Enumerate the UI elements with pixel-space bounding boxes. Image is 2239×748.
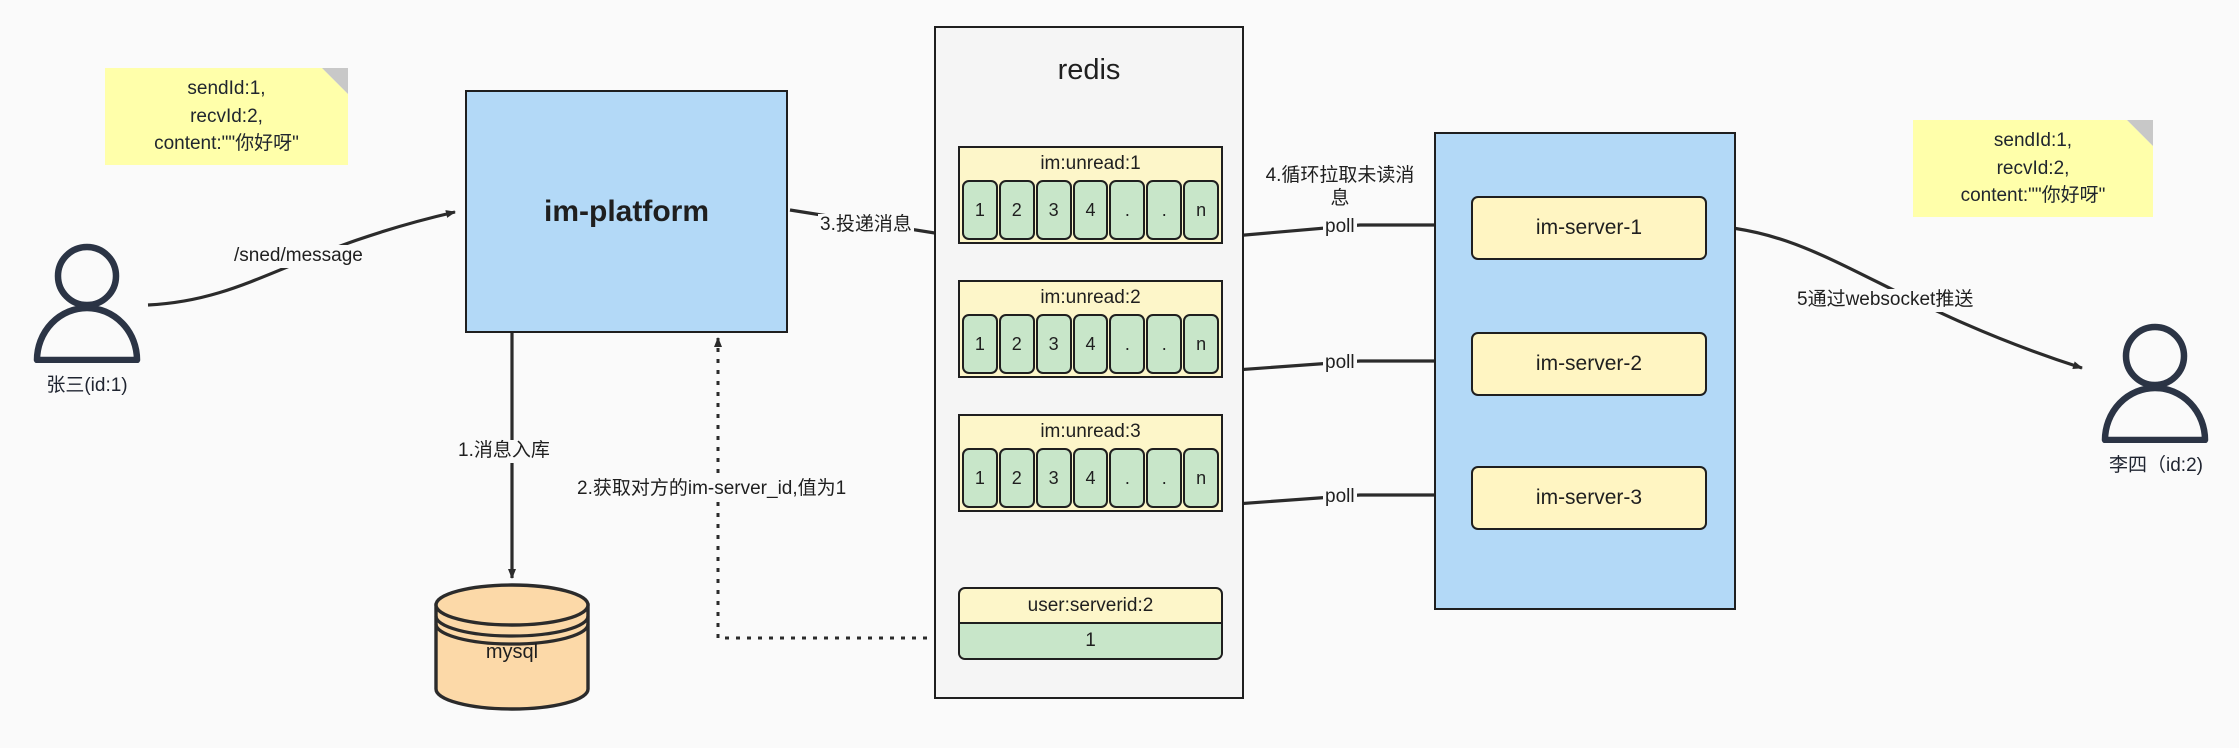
node-im-servers-container[interactable]: im-server-1 im-server-2 im-server-3: [1434, 132, 1736, 610]
edge-label-step4: 4.循环拉取未读消息: [1258, 165, 1422, 211]
node-mysql-database[interactable]: mysql: [432, 583, 592, 711]
actor-receiver-caption: 李四（id:2): [2109, 455, 2203, 476]
actor-sender-caption: 张三(id:1): [46, 375, 128, 396]
queue-cell: 1: [962, 314, 998, 374]
note-left-line1: sendId:1,: [187, 78, 266, 100]
node-im-server-1[interactable]: im-server-1: [1471, 196, 1707, 260]
queue-cell: 2: [998, 180, 1035, 240]
queue-cell: 4: [1072, 448, 1109, 508]
queue-2-title: im:unread:2: [1040, 287, 1141, 308]
queue-cell: 4: [1072, 180, 1109, 240]
redis-title: redis: [1057, 54, 1121, 86]
edge-label-poll-3: poll: [1323, 486, 1357, 509]
note-left-message-payload: sendId:1, recvId:2, content:""你好呀": [105, 68, 348, 165]
redis-key-user-serverid[interactable]: user:serverid:2 1: [958, 587, 1223, 660]
edge-label-step1: 1.消息入库: [456, 440, 552, 463]
queue-cell: n: [1183, 180, 1220, 240]
note-left-line2: recvId:2,: [190, 105, 263, 127]
queue-cell: 3: [1035, 448, 1072, 508]
edge-label-step2: 2.获取对方的im-server_id,值为1: [575, 478, 849, 501]
node-im-platform[interactable]: im-platform: [465, 90, 788, 333]
redis-queue-im-unread-3[interactable]: im:unread:3 1 2 3 4 . . n: [958, 414, 1223, 512]
queue-cell: 1: [962, 180, 998, 240]
note-right-line2: recvId:2,: [1996, 157, 2070, 179]
kv-title: user:serverid:2: [960, 589, 1221, 624]
im-platform-label: im-platform: [544, 194, 709, 228]
queue-2-cells: 1 2 3 4 . . n: [960, 314, 1221, 376]
edge-label-poll-2: poll: [1323, 352, 1357, 375]
queue-cell: 1: [962, 448, 998, 508]
queue-1-title: im:unread:1: [1040, 153, 1141, 174]
note-fold-icon: [322, 68, 348, 94]
queue-3-title: im:unread:3: [1040, 421, 1141, 442]
note-left-line3: content:""你好呀": [154, 133, 299, 155]
edge-label-send-message: /sned/message: [232, 245, 365, 268]
queue-cell: 2: [998, 448, 1035, 508]
note-right-line3: content:""你好呀": [1960, 185, 2106, 207]
queue-3-cells: 1 2 3 4 . . n: [960, 448, 1221, 510]
queue-cell: 2: [998, 314, 1035, 374]
database-cylinder-icon: [434, 583, 590, 711]
note-right-fold-icon: [2127, 120, 2153, 146]
im-server-1-label: im-server-1: [1535, 216, 1643, 239]
note-right-message-payload: sendId:1, recvId:2, content:""你好呀": [1913, 120, 2153, 217]
user-icon: [33, 243, 141, 364]
note-right-line1: sendId:1,: [1993, 130, 2073, 152]
edge-label-step3: 3.投递消息: [818, 214, 914, 237]
node-im-server-2[interactable]: im-server-2: [1471, 332, 1707, 396]
user-icon: [2101, 323, 2209, 444]
edge-label-step5: 5通过websocket推送: [1795, 289, 1976, 312]
queue-1-cells: 1 2 3 4 . . n: [960, 180, 1221, 242]
queue-cell: .: [1109, 180, 1146, 240]
queue-cell: n: [1183, 314, 1220, 374]
node-im-server-3[interactable]: im-server-3: [1471, 466, 1707, 530]
queue-cell: .: [1146, 180, 1183, 240]
queue-cell: n: [1183, 448, 1220, 508]
mysql-label: mysql: [485, 641, 539, 663]
actor-sender: [25, 238, 150, 364]
queue-cell: 3: [1035, 180, 1072, 240]
node-redis-container[interactable]: redis im:unread:1 1 2 3 4 . . n im:unrea…: [934, 26, 1244, 699]
kv-value: 1: [960, 624, 1221, 658]
queue-cell: 3: [1035, 314, 1072, 374]
redis-queue-im-unread-1[interactable]: im:unread:1 1 2 3 4 . . n: [958, 146, 1223, 244]
queue-cell: .: [1109, 314, 1146, 374]
redis-queue-im-unread-2[interactable]: im:unread:2 1 2 3 4 . . n: [958, 280, 1223, 378]
actor-receiver: [2093, 318, 2218, 444]
queue-cell: 4: [1072, 314, 1109, 374]
im-server-3-label: im-server-3: [1535, 486, 1643, 509]
queue-cell: .: [1109, 448, 1146, 508]
edge-label-poll-1: poll: [1323, 216, 1357, 239]
queue-cell: .: [1146, 314, 1183, 374]
im-server-2-label: im-server-2: [1535, 352, 1643, 375]
queue-cell: .: [1146, 448, 1183, 508]
